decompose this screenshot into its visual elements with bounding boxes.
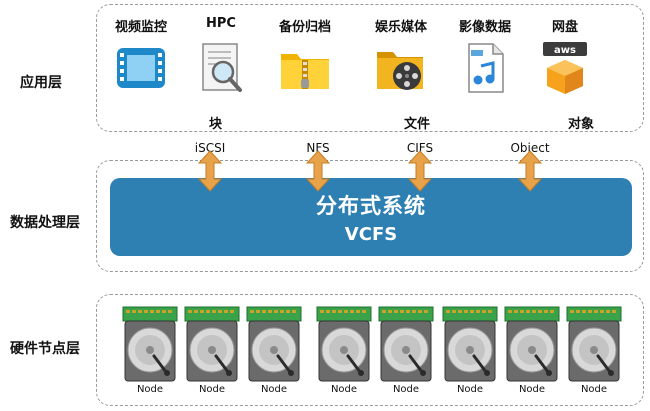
app-name: 视频监控 xyxy=(114,20,167,35)
app-name: 娱乐媒体 xyxy=(374,20,427,35)
hard-disk-icon xyxy=(246,306,302,382)
hard-disk-icon xyxy=(442,306,498,382)
caption-block: 块 xyxy=(209,117,223,132)
node-label: Node xyxy=(330,384,358,395)
protocol-nfs: NFS xyxy=(306,141,330,155)
hardware-node: Node xyxy=(442,306,498,398)
app-name: HPC xyxy=(206,16,236,31)
node-label: Node xyxy=(518,384,546,395)
app-name: 网盘 xyxy=(551,20,578,35)
processing-layer-panel xyxy=(96,160,644,272)
hard-disk-icon xyxy=(504,306,560,382)
magnifier-document-icon xyxy=(202,43,242,92)
caption-object: 对象 xyxy=(568,117,595,132)
double-arrow-icon xyxy=(407,150,433,192)
app-backup-archive: 备份归档 xyxy=(262,16,348,96)
vcfs-core-box: 分布式系统 VCFS xyxy=(110,178,632,256)
node-label: Node xyxy=(392,384,420,395)
hard-disk-icon xyxy=(566,306,622,382)
film-icon xyxy=(117,48,165,88)
film-reel-folder-icon xyxy=(377,52,423,90)
app-entertainment-media: 娱乐媒体 xyxy=(358,16,444,96)
app-hpc: HPC xyxy=(178,16,264,96)
aws-box-icon: aws xyxy=(543,42,587,94)
core-title: 分布式系统 xyxy=(316,194,426,218)
node-label: Node xyxy=(260,384,288,395)
double-arrow-icon xyxy=(517,150,543,192)
hardware-node: Node xyxy=(566,306,622,398)
caption-file: 文件 xyxy=(404,117,431,132)
hardware-node: Node xyxy=(378,306,434,398)
zip-folder-icon xyxy=(281,54,329,89)
app-video-surveillance: 视频监控 xyxy=(98,16,184,96)
node-label: Node xyxy=(580,384,608,395)
app-cloud-drive: 网盘 aws xyxy=(522,16,608,96)
double-arrow-icon xyxy=(197,150,223,192)
layer-label-processing: 数据处理层 xyxy=(10,215,80,231)
protocol-object: Object xyxy=(510,141,550,155)
application-layer-panel xyxy=(96,4,644,132)
node-label: Node xyxy=(456,384,484,395)
hardware-node: Node xyxy=(122,306,178,398)
core-subtitle: VCFS xyxy=(344,224,398,245)
hardware-layer-panel xyxy=(96,294,644,406)
node-label: Node xyxy=(136,384,164,395)
hard-disk-icon xyxy=(378,306,434,382)
protocol-iscsi: iSCSI xyxy=(194,141,226,155)
hard-disk-icon xyxy=(122,306,178,382)
app-name: 备份归档 xyxy=(278,20,331,35)
hardware-node: Node xyxy=(184,306,240,398)
app-image-data: 影像数据 xyxy=(442,16,528,96)
hardware-node: Node xyxy=(504,306,560,398)
hard-disk-icon xyxy=(316,306,372,382)
layer-label-application: 应用层 xyxy=(20,75,62,91)
aws-badge-text: aws xyxy=(554,45,576,56)
app-name: 影像数据 xyxy=(458,20,511,35)
layer-label-hardware: 硬件节点层 xyxy=(10,341,80,357)
node-label: Node xyxy=(198,384,226,395)
double-arrow-icon xyxy=(305,150,331,192)
music-file-icon xyxy=(468,43,504,93)
hardware-node: Node xyxy=(246,306,302,398)
protocol-cifs: CIFS xyxy=(406,141,434,155)
hard-disk-icon xyxy=(184,306,240,382)
hardware-node: Node xyxy=(316,306,372,398)
